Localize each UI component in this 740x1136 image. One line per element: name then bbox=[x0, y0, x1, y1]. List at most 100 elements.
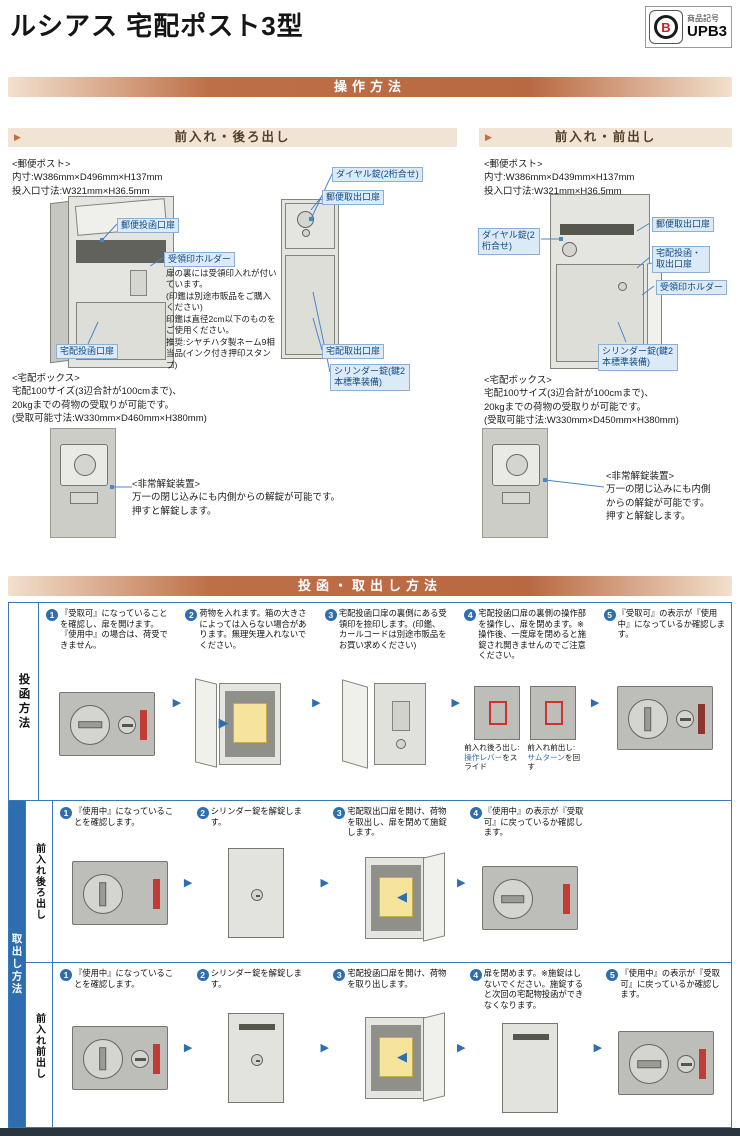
front-step-3: 3 宅配投函口扉を開け、荷物を取り出します。 ◀ bbox=[331, 967, 455, 1127]
step-arrow-icon: ▶ bbox=[590, 697, 600, 709]
step-arrow-icon: ▶ bbox=[593, 1041, 603, 1054]
step-number-badge: 1 bbox=[60, 807, 72, 819]
front-emergency-head: <非常解錠装置> bbox=[606, 471, 675, 482]
open-door-shape bbox=[422, 852, 445, 943]
rear-step-4: 4 『使用中』の表示が『受取可』に戻っているか確認します。 bbox=[468, 805, 592, 960]
step-header: 2 シリンダー錠を解錠します。 bbox=[196, 806, 317, 827]
step-text: 『使用中』の表示が『受取可』に戻っているか確認します。 bbox=[620, 968, 720, 1000]
dial-knob bbox=[99, 882, 107, 906]
usage-steps-table: 投函方法 1 『受取可』になっていることを確認し、扉を開けます。『使用中』の場合… bbox=[8, 602, 732, 1129]
step-number-badge: 4 bbox=[469, 969, 482, 981]
retrieve-rear-steps: 1 『使用中』になっていることを確認します。 ▶ 2 シリンダー錠を解錠し bbox=[53, 801, 731, 962]
emergency-release-device bbox=[60, 444, 108, 486]
dial-knob bbox=[78, 720, 102, 729]
open-door-shape bbox=[422, 1011, 445, 1102]
stamp-note-line1: 扉の裏には受領印入れが付いています。 bbox=[166, 268, 277, 290]
step-illustration bbox=[470, 838, 590, 959]
parcel-door-panel-illustration bbox=[481, 866, 578, 931]
step-text: 荷物を入れます。箱の大きさによっては入らない場合があります。無理矢理入れないでく… bbox=[199, 608, 307, 650]
cylinder-keyhole bbox=[118, 715, 137, 734]
step-text: シリンダー錠を解錠します。 bbox=[210, 968, 302, 989]
cylinder-keyhole bbox=[251, 1053, 264, 1066]
page-footer-bar bbox=[0, 1128, 740, 1136]
highlight-box bbox=[545, 700, 564, 725]
callout-stamp-holder: 受領印ホルダー bbox=[656, 280, 728, 296]
front-out-operation-panel bbox=[530, 685, 577, 740]
callout-mail-outlet-door: 郵便取出口扉 bbox=[652, 217, 715, 233]
stamp-note-line2: (印鑑は別途市販品をご購入ください) bbox=[166, 290, 271, 313]
step-number-badge: 1 bbox=[46, 609, 58, 621]
callout-dial-lock: ダイヤル錠(2桁合せ) bbox=[478, 228, 540, 255]
step-number-badge: 2 bbox=[185, 609, 198, 621]
step-text: シリンダー錠を解錠します。 bbox=[210, 806, 302, 827]
rear-out-caption: 前入れ後ろ出し: 操作レバーをスライド bbox=[464, 743, 523, 773]
status-indicator-tag bbox=[562, 884, 570, 915]
callout-mail-outlet-door: 郵便取出口扉 bbox=[322, 190, 385, 206]
post-method-label: 投函方法 bbox=[17, 672, 30, 731]
front-step-1: 1 『使用中』になっていることを確認します。 bbox=[58, 967, 182, 1127]
step-illustration bbox=[604, 640, 726, 797]
cylinder-lock-shape bbox=[302, 229, 310, 237]
step-illustration: ◀ bbox=[333, 989, 453, 1126]
operation-captions: 前入れ後ろ出し: 操作レバーをスライド 前入れ前出し: サムターンを回す bbox=[464, 743, 586, 773]
cylinder-keyhole bbox=[675, 710, 694, 729]
front-box-spec-line2: 20kgまでの荷物の受取りが可能です。 bbox=[484, 401, 647, 413]
callout-parcel-in-out-door: 宅配投函・取出口扉 bbox=[652, 246, 710, 273]
box-front-illustration bbox=[228, 1012, 285, 1103]
step-number-badge: 3 bbox=[333, 969, 346, 981]
post-step-4: 4 宅配投函口扉の裏側の操作部を操作し、扉を閉めます。※操作後、一度扉を閉めると… bbox=[462, 607, 588, 798]
product-code-value: UPB3 bbox=[687, 22, 728, 40]
rear-post-spec-line2: 投入口寸法:W321mm×H36.5mm bbox=[12, 185, 150, 197]
dial-lock-shape bbox=[82, 874, 123, 915]
section-arrow-icon: ▶ bbox=[485, 132, 492, 142]
step-header: 3 宅配投函口扉の裏側にある受領印を捺印します。(印鑑、カールコードは別途市販品… bbox=[324, 608, 447, 650]
step-header: 3 宅配投函口扉を開け、荷物を取り出します。 bbox=[333, 968, 453, 989]
keyhole-slot bbox=[681, 1062, 693, 1066]
step-arrow-icon: ▶ bbox=[172, 697, 182, 709]
product-code-badge: B 商品記号 UPB3 bbox=[645, 6, 732, 48]
eject-arrow-icon: ◀ bbox=[396, 889, 407, 905]
status-indicator-tag bbox=[699, 1048, 707, 1079]
caption-rest: を回す bbox=[527, 752, 581, 772]
step-header: 2 シリンダー錠を解錠します。 bbox=[196, 968, 317, 989]
cylinder-keyhole bbox=[677, 1054, 696, 1073]
subsection-front-out-header: ▶ 前入れ・前出し bbox=[479, 128, 732, 147]
front-step-4: 4 扉を閉めます。※施錠はしないでください。施錠すると次回の宅配物投函ができなく… bbox=[468, 967, 592, 1127]
dial-lock-shape bbox=[629, 1043, 670, 1084]
step-number-badge: 5 bbox=[606, 969, 619, 981]
caption-body: サムターンを回す bbox=[527, 753, 586, 773]
step-header: 1 『使用中』になっていることを確認します。 bbox=[60, 806, 180, 827]
front-box-specs: <宅配ボックス> 宅配100サイズ(3辺合計が100cmまで)、 20kgまでの… bbox=[484, 374, 679, 427]
page-title: ルシアス 宅配ポスト3型 bbox=[10, 11, 304, 41]
dial-knob bbox=[500, 895, 525, 904]
brand-logo-icon: B bbox=[654, 15, 678, 39]
parcel-door-panel-illustration bbox=[71, 861, 168, 926]
front-row-label: 前入れ前出し bbox=[33, 1013, 45, 1079]
parcel-door-panel-illustration bbox=[616, 686, 713, 751]
caption-keyword: サムターン bbox=[527, 752, 565, 762]
post-step-1: 1 『受取可』になっていることを確認し、扉を開けます。『使用中』の場合は、荷受で… bbox=[44, 607, 170, 798]
step-text: 『使用中』になっていることを確認します。 bbox=[74, 806, 174, 827]
rear-out-operation-panel bbox=[474, 685, 521, 740]
dial-knob bbox=[99, 1046, 107, 1071]
step-text: 『使用中』の表示が『受取可』に戻っているか確認します。 bbox=[483, 806, 584, 838]
mail-inlet-slot bbox=[239, 1023, 276, 1030]
step-number-badge: 3 bbox=[333, 807, 346, 819]
post-step-5: 5 『受取可』の表示が『使用中』になっているか確認します。 bbox=[602, 607, 728, 798]
dial-lock-shape bbox=[492, 879, 533, 920]
step-text: 『使用中』になっていることを確認します。 bbox=[74, 968, 174, 989]
caption-title: 前入れ後ろ出し: bbox=[464, 742, 520, 752]
step-illustration bbox=[60, 989, 180, 1126]
callout-mail-inlet-door: 郵便投函口扉 bbox=[117, 218, 180, 234]
step-number-badge: 4 bbox=[469, 807, 482, 819]
caption-rest: をスライド bbox=[464, 752, 518, 772]
caption-title: 前入れ前出し: bbox=[527, 742, 576, 752]
step-arrow-icon: ▶ bbox=[457, 1041, 466, 1054]
open-box-illustration: ◀ bbox=[341, 852, 445, 943]
rear-step-3: 3 宅配取出口扉を開け、荷物を取出し、扉を閉めて施錠します。 ◀ bbox=[331, 805, 455, 960]
step-header: 4 宅配投函口扉の裏側の操作部を操作し、扉を閉めます。※操作後、一度扉を閉めると… bbox=[464, 608, 586, 661]
mailbox-side-face bbox=[50, 200, 70, 364]
step-illustration bbox=[46, 650, 168, 797]
step-illustration bbox=[606, 1000, 726, 1126]
rear-box-specs: <宅配ボックス> 宅配100サイズ(3辺合計が100cmまで)、 20kgまでの… bbox=[12, 372, 207, 425]
